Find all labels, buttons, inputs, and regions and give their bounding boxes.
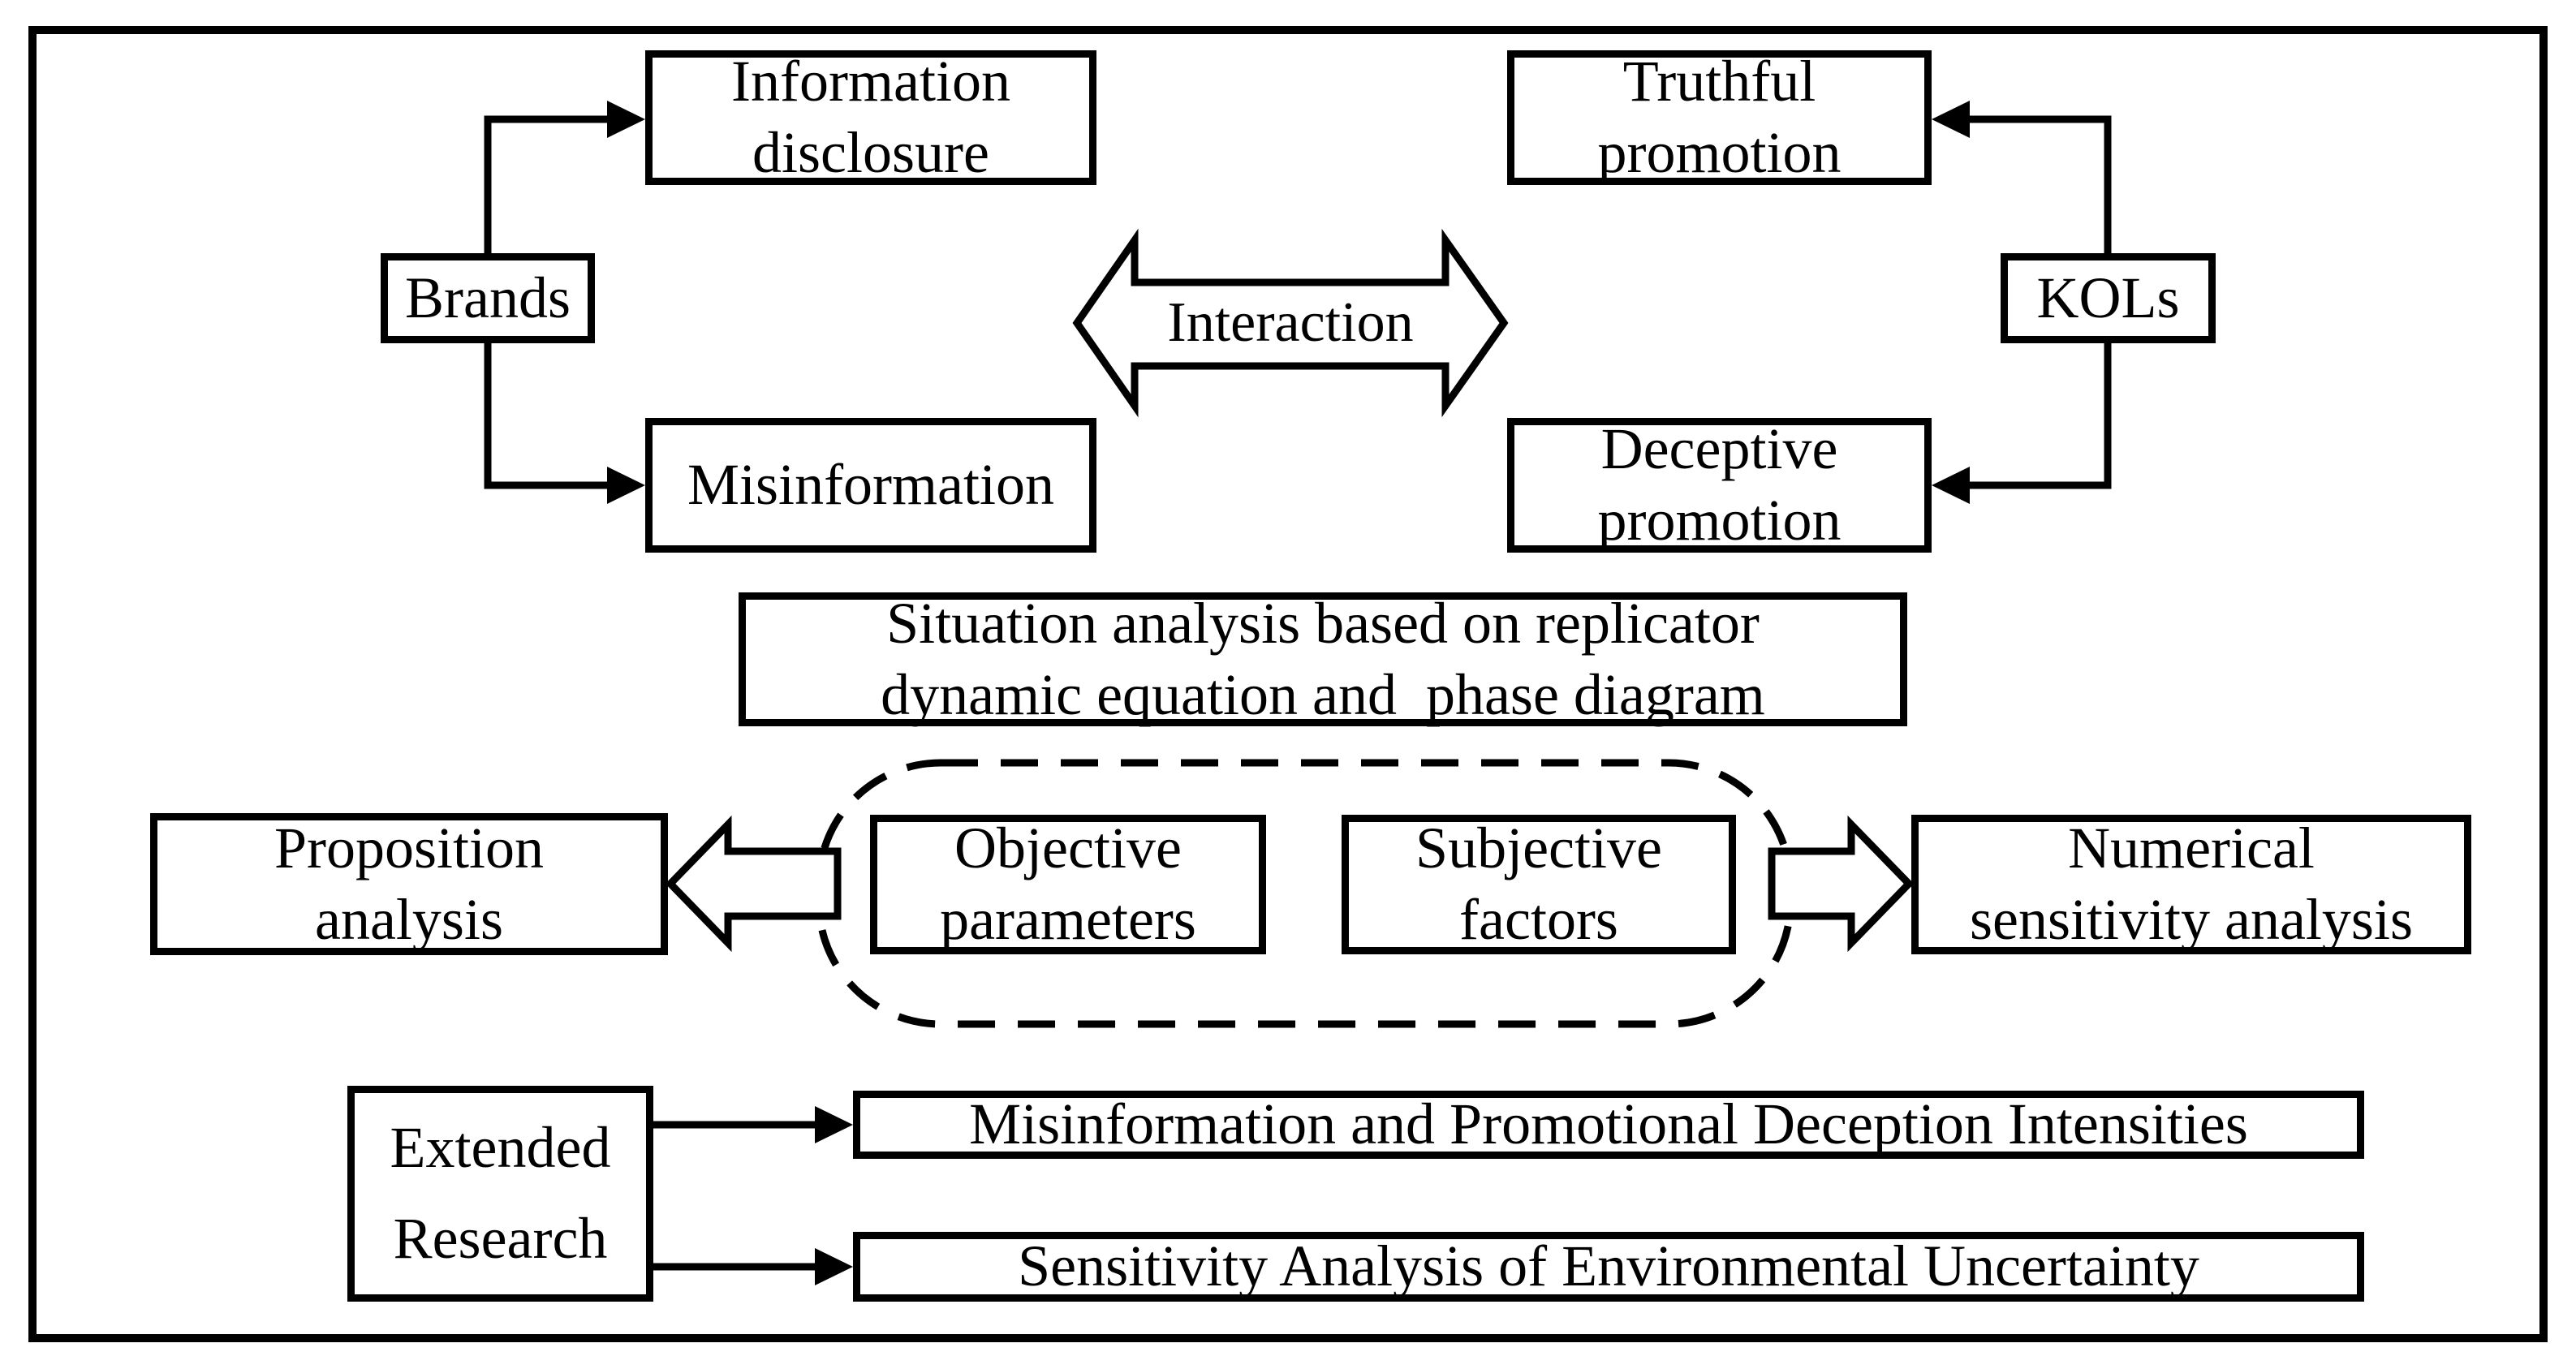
box-misinformation: Misinformation [645,418,1096,553]
box-kols: KOLs [2001,253,2216,343]
subjective-factors-label: Subjective factors [1415,816,1662,952]
extended-research-label: Extended Research [390,1115,611,1271]
misinformation-intensities-label: Misinformation and Promotional Deception… [969,1091,2248,1157]
left-block-arrow [665,815,842,953]
box-sensitivity-environmental: Sensitivity Analysis of Environmental Un… [853,1232,2364,1302]
arrowhead-sensitivity [815,1248,853,1285]
connector-brands-to-information-disclosure [484,115,609,256]
interaction-double-arrow [1072,228,1509,418]
right-block-arrow [1768,815,1915,953]
arrowhead-intensities [815,1106,853,1143]
arrowhead-misinformation [607,467,645,504]
sensitivity-environmental-label: Sensitivity Analysis of Environmental Un… [1018,1233,2199,1299]
box-numerical-sensitivity: Numerical sensitivity analysis [1911,815,2471,954]
connector-brands-to-misinformation [484,340,609,489]
deceptive-promotion-label: Deceptive promotion [1597,416,1842,553]
situation-analysis-label: Situation analysis based on replicator d… [881,590,1765,727]
box-objective-parameters: Objective parameters [870,815,1266,954]
box-deceptive-promotion: Deceptive promotion [1507,416,1932,553]
box-situation-analysis: Situation analysis based on replicator d… [739,591,1907,727]
arrowhead-deceptive-promotion [1932,467,1970,504]
proposition-analysis-label: Proposition analysis [274,815,545,952]
connector-kols-to-truthful-promotion [1968,115,2112,256]
box-subjective-factors: Subjective factors [1342,815,1736,954]
objective-parameters-label: Objective parameters [940,816,1196,952]
misinformation-label: Misinformation [687,452,1054,518]
outer-border [28,26,2548,1342]
information-disclosure-label: Information disclosure [731,49,1010,185]
arrowhead-truthful-promotion [1932,101,1970,138]
box-brands: Brands [381,253,595,343]
box-extended-research: Extended Research [347,1086,653,1302]
truthful-promotion-label: Truthful promotion [1597,49,1842,185]
box-misinformation-intensities: Misinformation and Promotional Deception… [853,1091,2364,1159]
kols-label: KOLs [2036,265,2180,330]
numerical-sensitivity-label: Numerical sensitivity analysis [1970,816,2413,952]
connector-kols-to-deceptive-promotion [1968,340,2112,489]
box-proposition-analysis: Proposition analysis [150,813,668,955]
brands-label: Brands [405,265,571,330]
box-truthful-promotion: Truthful promotion [1507,49,1932,185]
box-information-disclosure: Information disclosure [645,49,1096,185]
interaction-arrow-text: Interaction [1077,243,1504,403]
arrowhead-information-disclosure [607,101,645,138]
interaction-label: Interaction [1167,291,1414,355]
